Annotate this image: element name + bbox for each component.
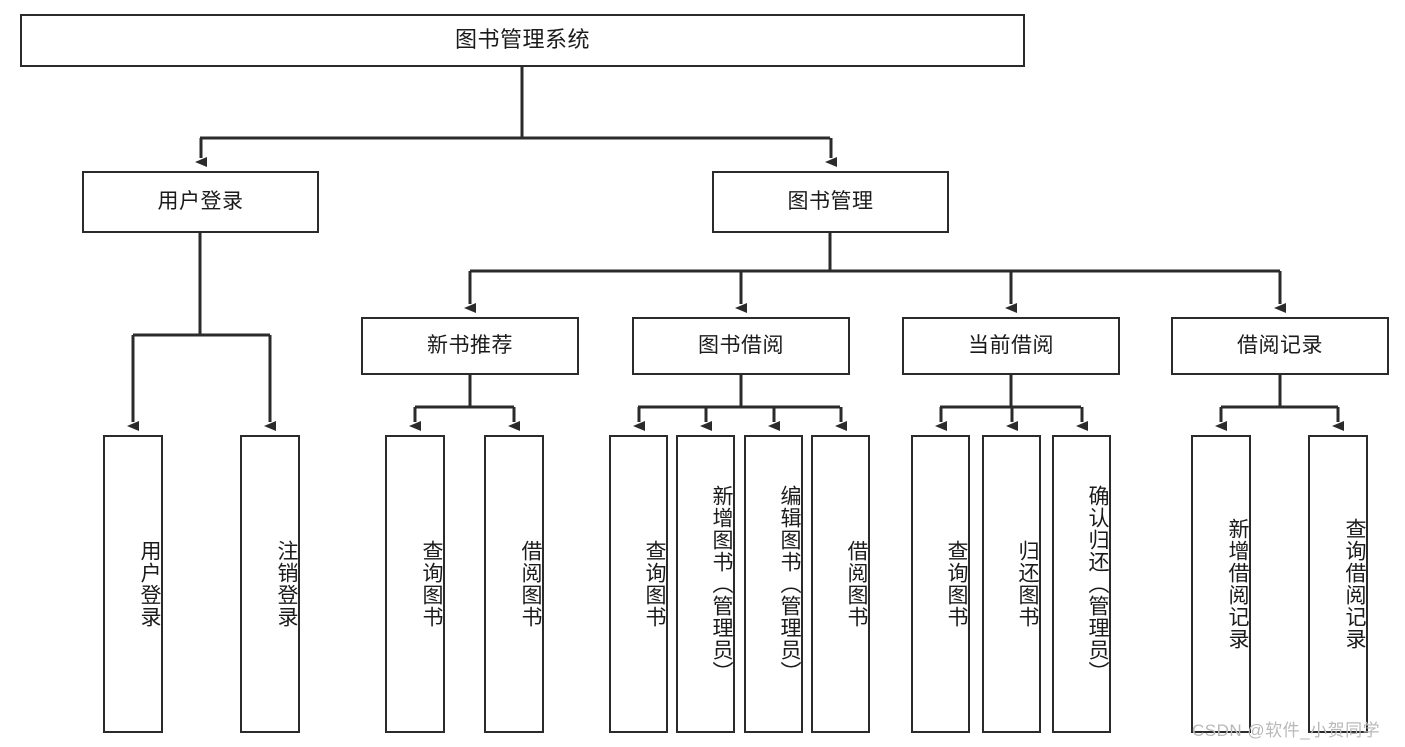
node-label: 图书管理系统 <box>454 27 590 53</box>
node-leaf-return-book: 归还图书 <box>982 435 1041 733</box>
node-label: 用户登录 <box>157 190 244 214</box>
node-label: 图书管理 <box>787 190 874 214</box>
node-label: 新书推荐 <box>427 334 513 358</box>
node-leaf-borrow-book-1: 借阅图书 <box>484 435 544 733</box>
node-leaf-user-login: 用户登录 <box>103 435 163 733</box>
node-label: 借阅图书 <box>519 540 542 628</box>
node-label: 查询图书 <box>643 540 666 628</box>
node-label: 注销登录 <box>275 540 298 628</box>
node-leaf-query-book-1: 查询图书 <box>385 435 445 733</box>
node-book-borrow: 图书借阅 <box>632 317 850 375</box>
node-label: 借阅图书 <box>845 540 868 628</box>
node-label: 确认归还（管理员） <box>1086 485 1109 683</box>
node-label: 查询图书 <box>945 540 968 628</box>
node-leaf-query-book-3: 查询图书 <box>911 435 970 733</box>
node-label: 图书借阅 <box>698 334 784 358</box>
csdn-watermark: CSDN @软件_小贺同学 <box>1192 721 1381 740</box>
node-label: 借阅记录 <box>1237 334 1323 358</box>
node-current-borrow: 当前借阅 <box>902 317 1120 375</box>
node-label: 查询借阅记录 <box>1343 518 1366 650</box>
node-new-book-rec: 新书推荐 <box>361 317 579 375</box>
node-leaf-add-record: 新增借阅记录 <box>1191 435 1251 733</box>
node-leaf-confirm-return: 确认归还（管理员） <box>1052 435 1111 733</box>
node-book-manage: 图书管理 <box>712 171 949 233</box>
node-label: 用户登录 <box>138 540 161 628</box>
node-leaf-borrow-book-2: 借阅图书 <box>811 435 870 733</box>
node-label: 归还图书 <box>1016 540 1039 628</box>
node-leaf-logout: 注销登录 <box>240 435 300 733</box>
node-label: 新增图书（管理员） <box>710 485 733 683</box>
node-label: 新增借阅记录 <box>1226 518 1249 650</box>
node-borrow-record: 借阅记录 <box>1171 317 1389 375</box>
node-user-login: 用户登录 <box>82 171 319 233</box>
node-label: 编辑图书（管理员） <box>778 485 801 683</box>
node-leaf-edit-book: 编辑图书（管理员） <box>744 435 803 733</box>
node-root: 图书管理系统 <box>20 14 1025 67</box>
node-leaf-query-record: 查询借阅记录 <box>1308 435 1368 733</box>
node-label: 当前借阅 <box>968 334 1054 358</box>
node-label: 查询图书 <box>420 540 443 628</box>
node-leaf-query-book-2: 查询图书 <box>609 435 668 733</box>
node-leaf-add-book: 新增图书（管理员） <box>676 435 735 733</box>
